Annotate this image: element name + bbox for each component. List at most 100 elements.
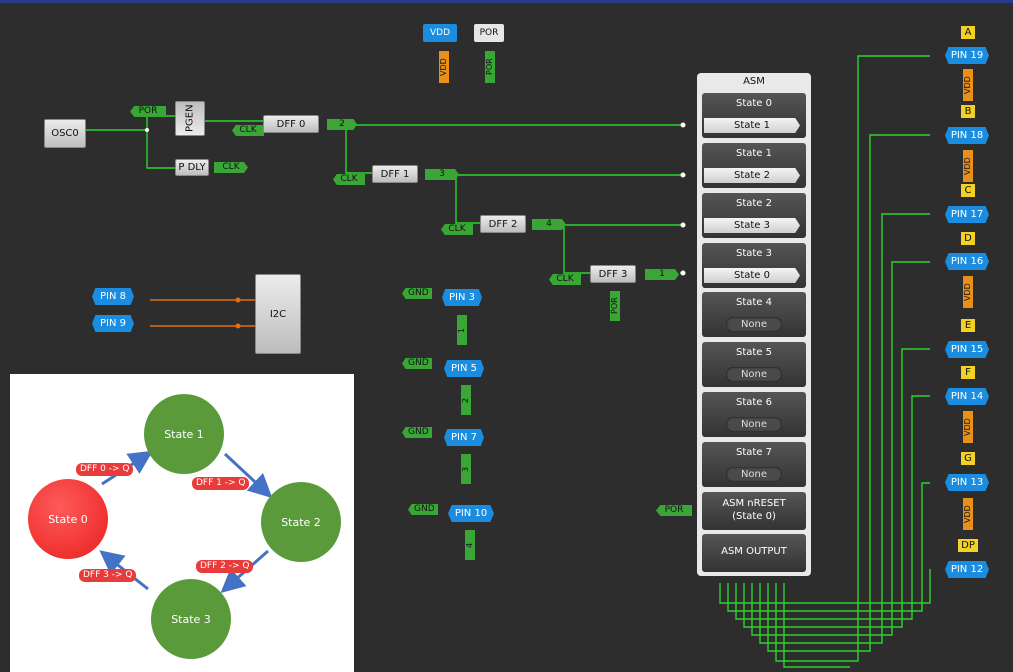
pin-15[interactable]: PIN 15 bbox=[945, 341, 989, 358]
segment-letter: B bbox=[961, 105, 975, 118]
asm-state-name: State 6 bbox=[735, 397, 772, 408]
asm-state-name: State 1 bbox=[735, 148, 772, 159]
transition-label: DFF 0 -> Q bbox=[76, 463, 134, 476]
pin-10[interactable]: PIN 10 bbox=[448, 505, 494, 522]
fsm-state-2: State 2 bbox=[261, 482, 341, 562]
pin-5-number-tag: 2 bbox=[461, 385, 471, 415]
transition-label: DFF 1 -> Q bbox=[192, 477, 250, 490]
fsm-state-1: State 1 bbox=[144, 394, 224, 474]
pin-17[interactable]: PIN 17 bbox=[945, 206, 989, 223]
pdly-block[interactable]: P DLY bbox=[175, 159, 209, 176]
asm-state-5[interactable]: State 5 None bbox=[702, 342, 806, 387]
clk-tag: CLK bbox=[214, 162, 248, 173]
dff0-output-tag: 2 bbox=[327, 119, 357, 130]
state-diagram: State 0 State 1 State 2 State 3 DFF 0 ->… bbox=[10, 374, 354, 672]
asm-state-name: State 4 bbox=[735, 297, 772, 308]
asm-state-name: State 0 bbox=[735, 98, 772, 109]
fsm-state-0: State 0 bbox=[28, 479, 108, 559]
gnd-tag: GND bbox=[408, 504, 438, 515]
vdd-tag: VDD bbox=[963, 276, 973, 308]
gnd-tag: GND bbox=[402, 427, 432, 438]
asm-state-name: State 2 bbox=[735, 198, 772, 209]
segment-letter: F bbox=[961, 366, 975, 379]
asm-state-target[interactable]: State 0 bbox=[704, 268, 800, 283]
pin-7-number-tag: 3 bbox=[461, 454, 471, 484]
wire-layer bbox=[86, 55, 931, 668]
vdd-button[interactable]: VDD bbox=[423, 24, 457, 42]
clk-tag: CLK bbox=[549, 274, 581, 285]
por-tag: POR bbox=[130, 106, 166, 117]
por-tag: POR bbox=[610, 291, 620, 321]
asm-state-target[interactable]: None bbox=[726, 367, 782, 382]
vdd-tag: VDD bbox=[439, 51, 449, 83]
pin-19[interactable]: PIN 19 bbox=[945, 47, 989, 64]
pin-16[interactable]: PIN 16 bbox=[945, 253, 989, 270]
osc-block[interactable]: OSC0 bbox=[44, 119, 86, 148]
pin-8[interactable]: PIN 8 bbox=[92, 288, 134, 305]
asm-state-4[interactable]: State 4 None bbox=[702, 292, 806, 337]
asm-nreset[interactable]: ASM nRESET (State 0) bbox=[702, 492, 806, 530]
asm-title: ASM bbox=[743, 76, 765, 87]
dff3-output-tag: 1 bbox=[645, 269, 679, 280]
segment-letter: A bbox=[961, 26, 975, 39]
clk-tag: CLK bbox=[333, 174, 365, 185]
dff3-block[interactable]: DFF 3 bbox=[590, 265, 636, 283]
asm-state-name: State 3 bbox=[735, 248, 772, 259]
dff1-output-tag: 3 bbox=[425, 169, 459, 180]
por-tag: POR bbox=[656, 505, 692, 516]
asm-block[interactable]: ASM State 0 State 1 State 1 State 2 State … bbox=[697, 73, 811, 576]
asm-output[interactable]: ASM OUTPUT bbox=[702, 534, 806, 572]
por-tag: POR bbox=[485, 51, 495, 83]
asm-state-target[interactable]: State 1 bbox=[704, 118, 800, 133]
clk-tag: CLK bbox=[232, 125, 264, 136]
pin-13[interactable]: PIN 13 bbox=[945, 474, 989, 491]
segment-letter: C bbox=[961, 184, 975, 197]
asm-state-0[interactable]: State 0 State 1 bbox=[702, 93, 806, 138]
pin-12[interactable]: PIN 12 bbox=[945, 561, 989, 578]
asm-state-target[interactable]: None bbox=[726, 317, 782, 332]
pin-3[interactable]: PIN 3 bbox=[442, 289, 482, 306]
pin-10-number-tag: 4 bbox=[465, 530, 475, 560]
asm-state-target[interactable]: State 2 bbox=[704, 168, 800, 183]
dff0-block[interactable]: DFF 0 bbox=[263, 115, 319, 133]
asm-nreset-state: (State 0) bbox=[732, 511, 776, 522]
vdd-tag: VDD bbox=[963, 69, 973, 101]
vdd-tag: VDD bbox=[963, 150, 973, 182]
asm-state-6[interactable]: State 6 None bbox=[702, 392, 806, 437]
asm-state-name: State 7 bbox=[735, 447, 772, 458]
pin-18[interactable]: PIN 18 bbox=[945, 127, 989, 144]
pin-3-number-tag: 1 bbox=[457, 315, 467, 345]
asm-output-label: ASM OUTPUT bbox=[721, 546, 787, 557]
asm-state-name: State 5 bbox=[735, 347, 772, 358]
pin-14[interactable]: PIN 14 bbox=[945, 388, 989, 405]
dff2-block[interactable]: DFF 2 bbox=[480, 215, 526, 233]
gnd-tag: GND bbox=[402, 358, 432, 369]
segment-letter: D bbox=[961, 232, 975, 245]
asm-state-2[interactable]: State 2 State 3 bbox=[702, 193, 806, 238]
asm-state-target[interactable]: State 3 bbox=[704, 218, 800, 233]
asm-state-1[interactable]: State 1 State 2 bbox=[702, 143, 806, 188]
asm-state-3[interactable]: State 3 State 0 bbox=[702, 243, 806, 288]
clk-tag: CLK bbox=[441, 224, 473, 235]
pgen-block[interactable]: PGEN bbox=[175, 101, 205, 136]
vdd-tag: VDD bbox=[963, 411, 973, 443]
transition-label: DFF 3 -> Q bbox=[79, 569, 137, 582]
transition-label: DFF 2 -> Q bbox=[196, 560, 254, 573]
dff1-block[interactable]: DFF 1 bbox=[372, 165, 418, 183]
gnd-tag: GND bbox=[402, 288, 432, 299]
segment-letter: G bbox=[961, 452, 975, 465]
asm-state-target[interactable]: None bbox=[726, 467, 782, 482]
pin-7[interactable]: PIN 7 bbox=[444, 429, 484, 446]
pin-9[interactable]: PIN 9 bbox=[92, 315, 134, 332]
segment-letter: E bbox=[961, 319, 975, 332]
pin-5[interactable]: PIN 5 bbox=[444, 360, 484, 377]
por-button[interactable]: POR bbox=[474, 24, 504, 42]
asm-nreset-label: ASM nRESET bbox=[722, 498, 786, 509]
dff2-output-tag: 4 bbox=[532, 219, 566, 230]
i2c-block[interactable]: I2C bbox=[255, 274, 301, 354]
vdd-tag: VDD bbox=[963, 498, 973, 530]
asm-state-7[interactable]: State 7 None bbox=[702, 442, 806, 487]
asm-state-target[interactable]: None bbox=[726, 417, 782, 432]
fsm-state-3: State 3 bbox=[151, 579, 231, 659]
